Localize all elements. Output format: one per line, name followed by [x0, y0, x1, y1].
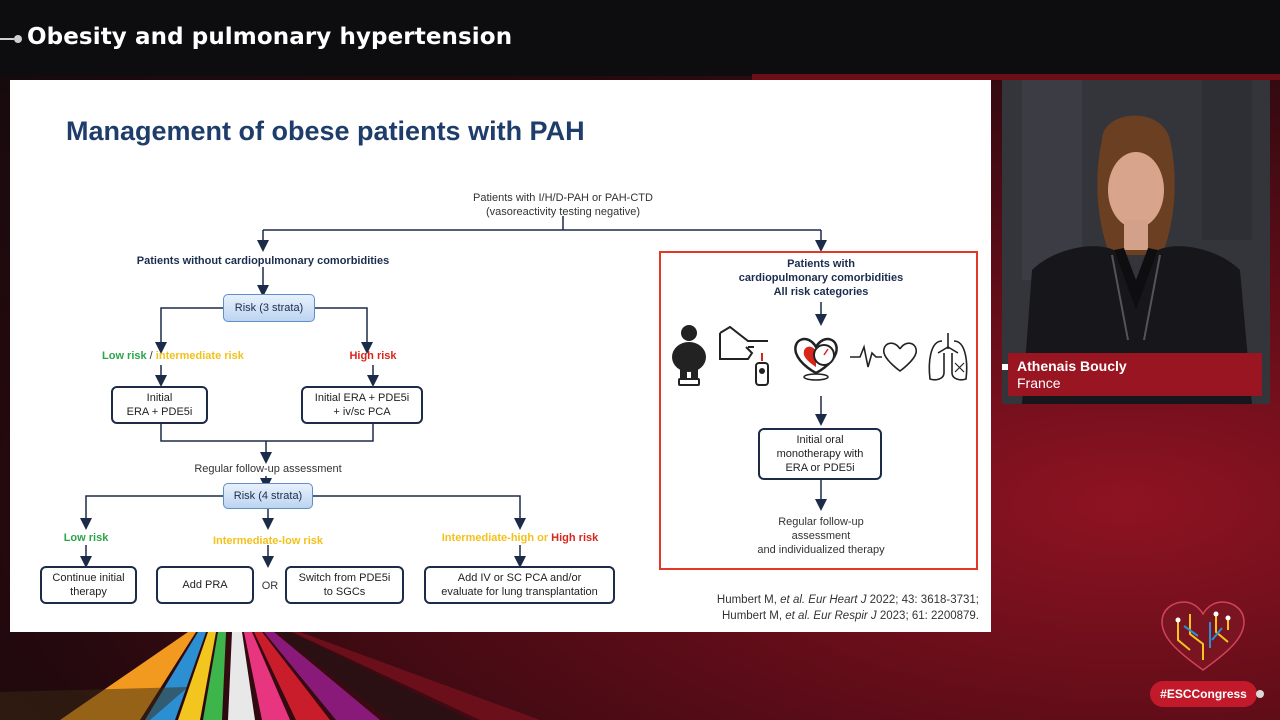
congress-stripes-decor	[0, 632, 540, 720]
add-pra-box: Add PRA	[156, 566, 254, 604]
right-branch-line2: cardiopulmonary comorbidities	[738, 272, 904, 284]
switch-line1: Switch from PDE5i	[298, 572, 391, 584]
initial-era-pca-box: Initial ERA + PDE5i + iv/sc PCA	[301, 386, 423, 424]
slash-separator: /	[146, 350, 156, 362]
mono-line3: ERA or PDE5i	[785, 462, 855, 474]
ref2-journal: Eur Respir J	[810, 610, 877, 622]
or-word: or	[534, 532, 552, 544]
add-iv-line1: Add IV or SC PCA and/or	[457, 572, 582, 584]
top-node-line1: Patients with I/H/D-PAH or PAH-CTD	[473, 192, 653, 204]
slide-title: Management of obese patients with PAH	[66, 116, 585, 146]
speaker-country: France	[1017, 375, 1061, 391]
nameplate-marker	[1002, 364, 1008, 370]
switch-line2: to SGCs	[323, 586, 366, 598]
or-label: OR	[261, 580, 279, 592]
pointing-hand-glucose-icon	[719, 325, 769, 386]
right-followup-line3: and individualized therapy	[757, 544, 885, 556]
header-dot-decor	[14, 35, 22, 43]
intermediate-risk-label: intermediate risk	[155, 350, 244, 362]
top-node-line2: (vasoreactivity testing negative)	[485, 206, 641, 218]
right-branch-line1: Patients with	[787, 258, 855, 270]
ref2-rest: 2023; 61: 2200879.	[876, 610, 979, 622]
ref2-etal: et al.	[785, 610, 811, 622]
high-risk-label-2: High risk	[551, 532, 599, 544]
ref1-rest: 2022; 43: 3618-3731;	[866, 594, 979, 606]
initial-pca-line2: + iv/sc PCA	[333, 406, 391, 418]
header-red-strip	[752, 74, 1280, 80]
continue-line1: Continue initial	[52, 572, 125, 584]
low-risk-label-2: Low risk	[63, 532, 109, 544]
right-branch-line3: All risk categories	[773, 286, 869, 298]
continue-therapy-box: Continue initial therapy	[40, 566, 137, 604]
comorbidities-frame	[659, 251, 978, 570]
speaker-nameplate	[1008, 353, 1262, 396]
ref1-journal: Eur Heart J	[805, 594, 867, 606]
continue-line2: therapy	[70, 586, 107, 598]
esc-heart-logo	[1161, 601, 1245, 671]
initial-era-line2: ERA + PDE5i	[126, 406, 193, 418]
reference-2: Humbert M, et al. Eur Respir J 2023; 61:…	[722, 610, 979, 622]
comorbidity-icons	[672, 325, 968, 386]
lungs-icon	[928, 333, 968, 381]
right-followup-line2: assessment	[791, 530, 851, 542]
right-followup-line1: Regular follow-up	[778, 516, 864, 528]
ref1-etal: et al.	[780, 594, 806, 606]
low-risk-label: Low risk	[102, 350, 147, 362]
risk-4-strata-box: Risk (4 strata)	[223, 483, 313, 509]
ecg-heart-icon	[850, 342, 917, 372]
ref2-author: Humbert M,	[722, 610, 786, 622]
header-line-decor	[0, 38, 14, 40]
add-iv-line2: evaluate for lung transplantation	[441, 586, 598, 598]
header-bar	[0, 0, 1280, 76]
mono-line1: Initial oral	[796, 434, 844, 446]
session-title: Obesity and pulmonary hypertension	[27, 24, 513, 50]
initial-pca-line1: Initial ERA + PDE5i	[314, 392, 410, 404]
intermediate-low-risk-label: Intermediate-low risk	[212, 535, 324, 547]
high-risk-label: High risk	[349, 350, 397, 362]
heart-pressure-gauge-icon	[794, 337, 838, 381]
followup-label: Regular follow-up assessment	[194, 463, 342, 475]
switch-sgcs-box: Switch from PDE5i to SGCs	[285, 566, 404, 604]
low-intermediate-risk-label: Low risk / intermediate risk	[102, 349, 274, 363]
intermediate-high-label: Intermediate-high	[441, 532, 535, 544]
ref1-author: Humbert M,	[716, 594, 781, 606]
mono-line2: monotherapy with	[776, 448, 864, 460]
flowchart-lines	[80, 216, 827, 568]
intermediate-high-or-high-label: Intermediate-high or High risk	[422, 531, 618, 545]
add-iv-pca-box: Add IV or SC PCA and/or evaluate for lun…	[424, 566, 615, 604]
initial-era-line1: Initial	[146, 392, 173, 404]
reference-1: Humbert M, et al. Eur Heart J 2022; 43: …	[717, 594, 979, 606]
speaker-name: Athenais Boucly	[1017, 358, 1127, 374]
obese-person-icon	[672, 325, 706, 386]
risk-3-strata-box: Risk (3 strata)	[223, 294, 315, 322]
initial-monotherapy-box: Initial oral monotherapy with ERA or PDE…	[758, 428, 882, 480]
hashtag-dot	[1256, 690, 1264, 698]
hashtag-badge: #ESCCongress	[1150, 681, 1257, 707]
left-branch-title: Patients without cardiopulmonary comorbi…	[136, 255, 390, 267]
initial-era-pde5i-box: Initial ERA + PDE5i	[111, 386, 208, 424]
presentation-slide: Management of obese patients with PAH	[10, 80, 991, 632]
